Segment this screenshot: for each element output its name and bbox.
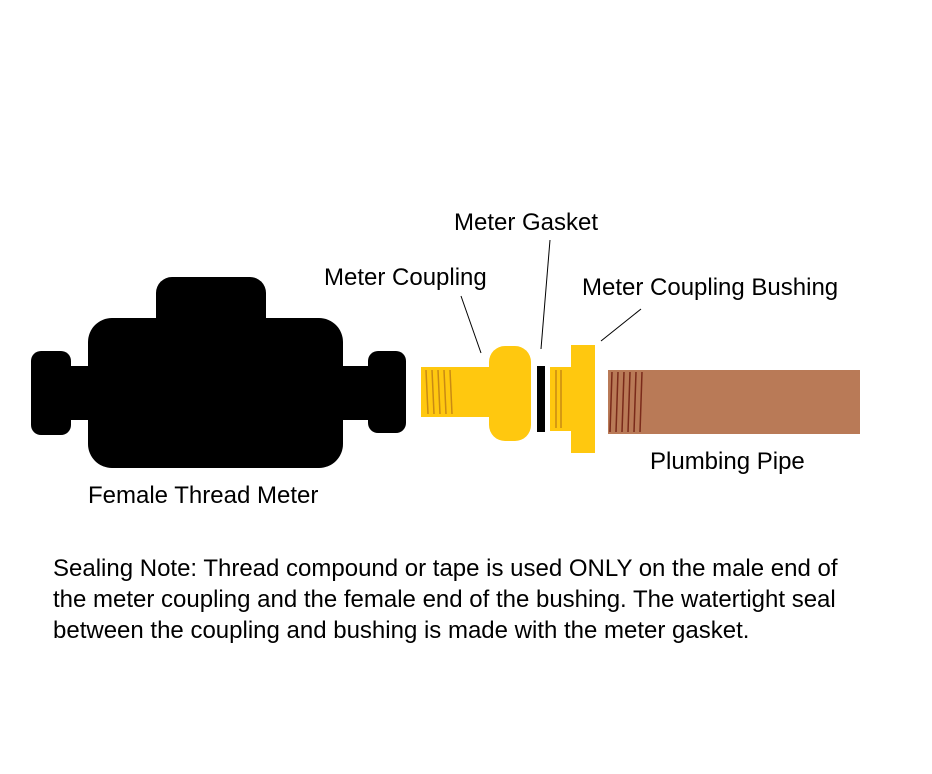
- meter-gasket: [537, 366, 545, 432]
- pipe-thread-lines: [609, 371, 643, 433]
- meter-coupling: [421, 346, 531, 441]
- pipe-body: [608, 370, 860, 434]
- label-female-thread-meter: Female Thread Meter: [88, 482, 318, 509]
- sealing-note: Sealing Note: Thread compound or tape is…: [53, 555, 838, 644]
- meter-right-cap: [368, 351, 406, 433]
- meter-main-body: [88, 318, 343, 468]
- female-thread-meter: [31, 277, 406, 468]
- bushing-leader-line: [600, 308, 642, 342]
- plumbing-pipe: [608, 370, 860, 434]
- label-meter-gasket: Meter Gasket: [454, 209, 598, 236]
- leader-lines: [460, 239, 642, 354]
- bushing-thread-lines: [555, 370, 562, 428]
- label-meter-coupling-bushing: Meter Coupling Bushing: [582, 274, 838, 301]
- coupling-nut: [489, 346, 531, 441]
- gasket-leader-line: [540, 239, 551, 350]
- coupling-leader-line: [460, 295, 482, 354]
- bushing-flange: [571, 345, 595, 453]
- label-plumbing-pipe: Plumbing Pipe: [650, 448, 805, 475]
- coupling-thread-lines: [425, 369, 453, 415]
- label-meter-coupling: Meter Coupling: [324, 264, 487, 291]
- meter-coupling-bushing: [550, 345, 595, 453]
